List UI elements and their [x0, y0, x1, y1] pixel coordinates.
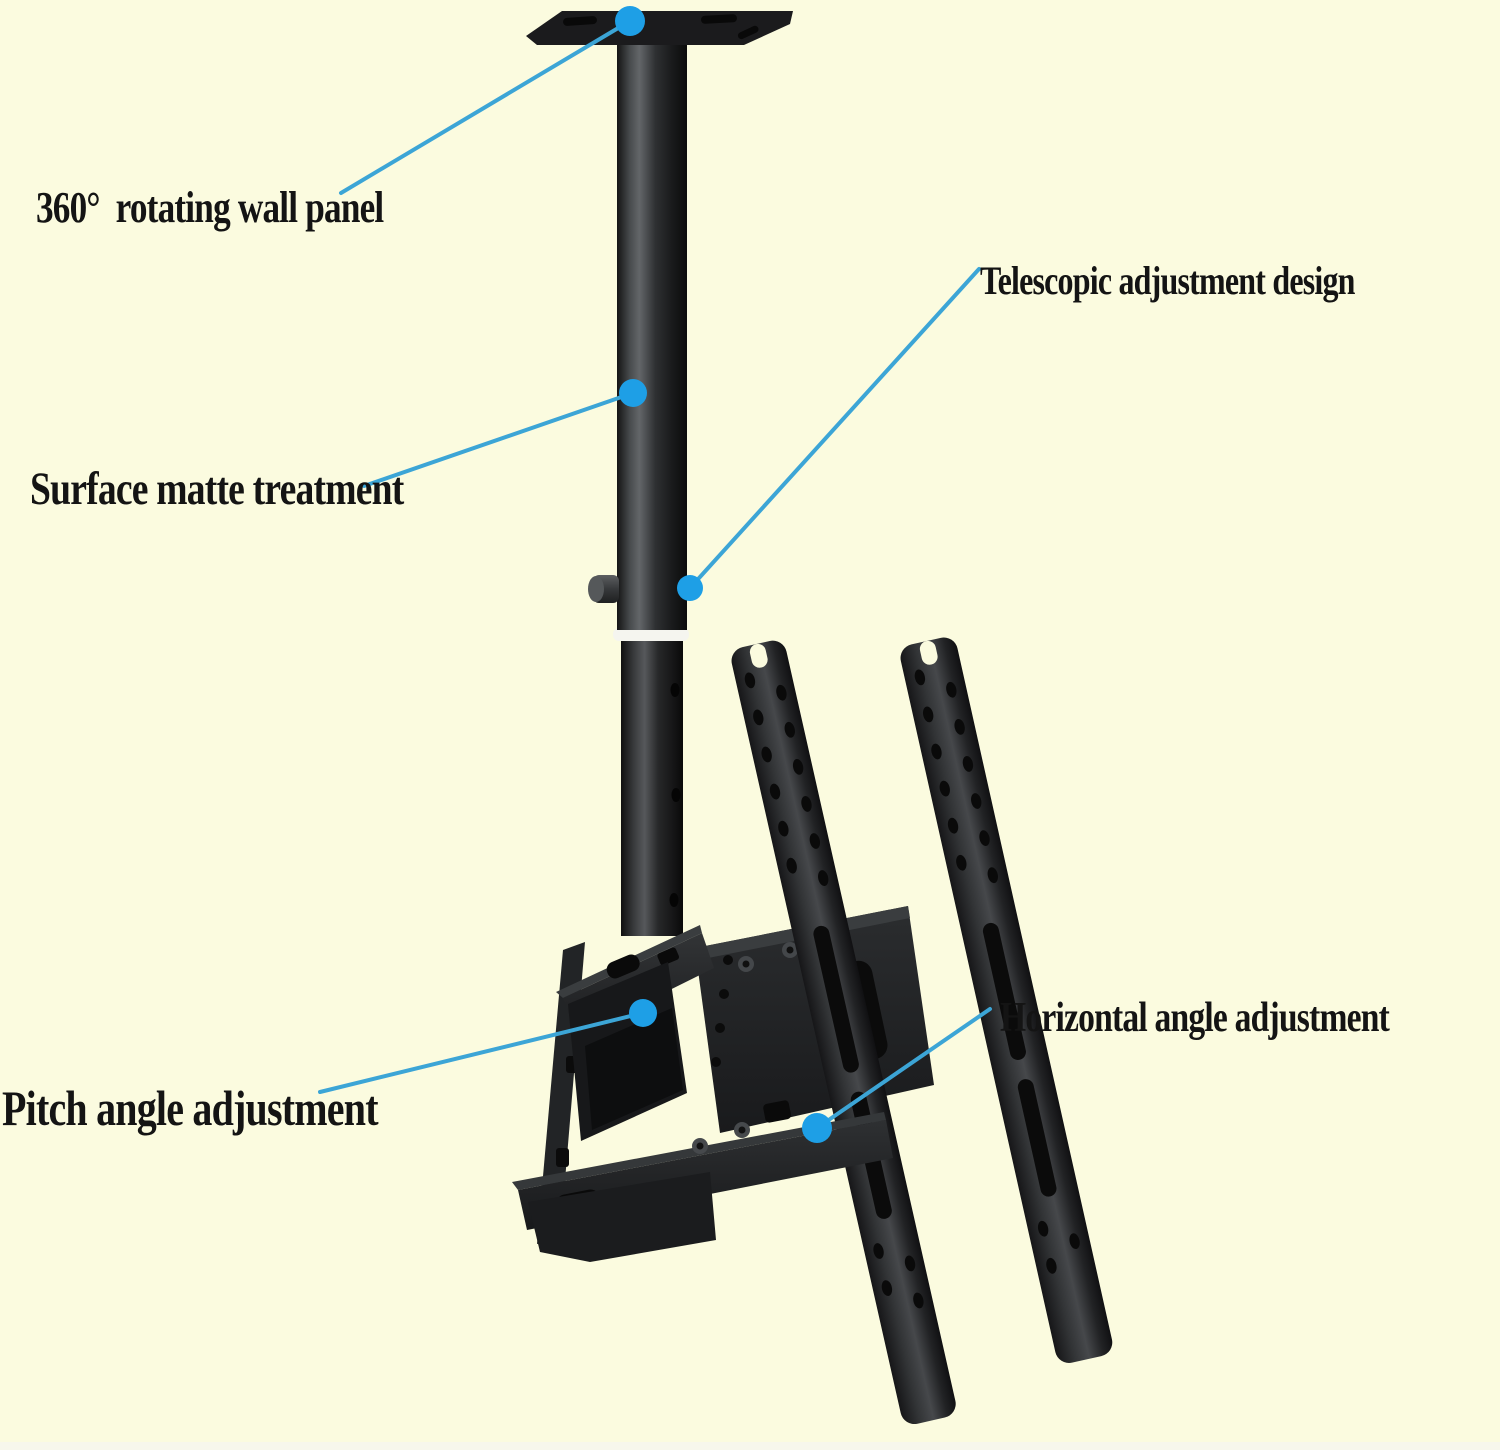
callout-label-rotating-panel: 360° rotating wall panel — [36, 183, 384, 232]
callout-label-horizontal-angle: Horizontal angle adjustment — [1000, 995, 1390, 1041]
callout-label-telescopic: Telescopic adjustment design — [980, 258, 1355, 303]
callout-line-horizontal — [815, 1007, 992, 1130]
callout-line-rotating-panel — [339, 19, 632, 195]
callout-dot-telescopic — [677, 575, 703, 601]
callout-dot-surface-treatment — [619, 379, 647, 407]
tilt-bracket — [512, 925, 893, 1262]
callout-dot-pitch — [629, 999, 657, 1027]
callout-dot-horizontal — [802, 1113, 832, 1143]
vesa-rail-right — [900, 637, 1113, 1363]
callout-label-surface-treatment: Surface matte treatment — [30, 463, 404, 515]
screw — [734, 1122, 750, 1138]
callout-label-pitch-angle: Pitch angle adjustment — [2, 1080, 379, 1136]
screw — [738, 956, 754, 972]
callout-line-telescopic — [688, 267, 981, 590]
ceiling-plate — [526, 11, 793, 45]
callout-line-pitch — [318, 1011, 645, 1094]
callout-line-surface-treatment — [362, 391, 635, 488]
bracket-lower-lip — [528, 1172, 716, 1262]
pole-upper-tube — [617, 40, 687, 630]
telescopic-pole — [526, 11, 793, 936]
locking-knob — [588, 575, 619, 603]
screw — [692, 1138, 708, 1154]
screw — [782, 942, 798, 958]
callout-dot-rotating-panel — [615, 6, 645, 36]
image-bottom-edge — [0, 1442, 1500, 1450]
joint-ring — [613, 628, 689, 641]
